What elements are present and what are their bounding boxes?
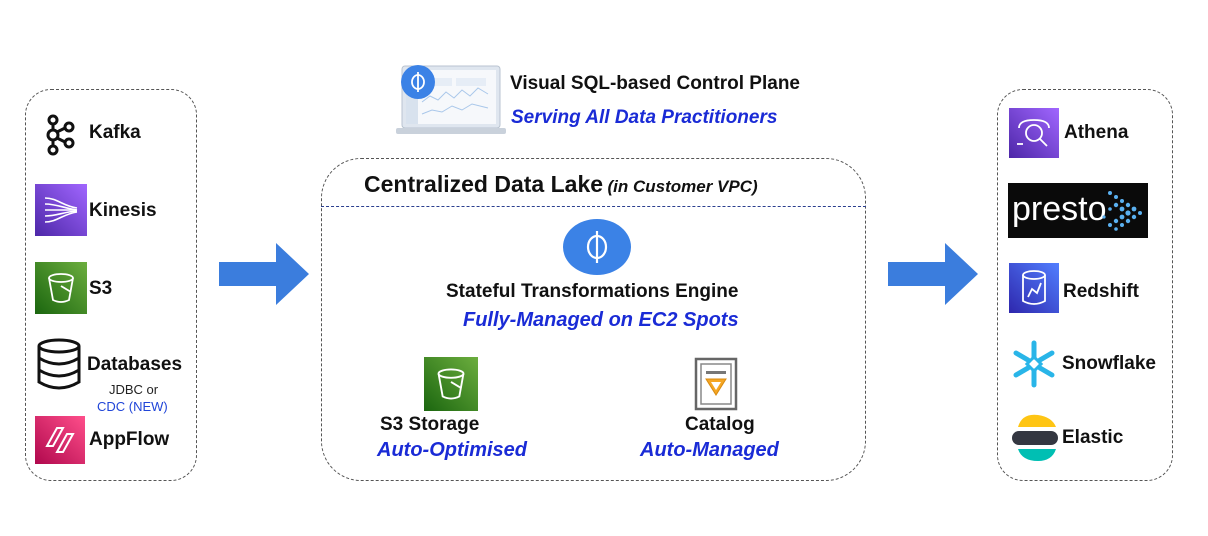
redshift-icon [1009, 263, 1059, 313]
snowflake-label: Snowflake [1062, 353, 1156, 374]
ingest-arrow [219, 243, 309, 305]
data-lake-divider [321, 206, 866, 207]
s3-icon [35, 262, 87, 314]
appflow-icon [35, 416, 85, 464]
athena-label: Athena [1064, 122, 1129, 143]
appflow-label: AppFlow [89, 429, 170, 450]
data-lake-panel [321, 158, 866, 481]
destinations-panel [997, 89, 1173, 481]
redshift-label: Redshift [1063, 281, 1139, 302]
elastic-icon [1012, 414, 1058, 461]
control-plane-subtitle: Serving All Data Practitioners [511, 107, 778, 128]
control-plane-title: Visual SQL-based Control Plane [510, 73, 800, 94]
kafka-icon [46, 114, 75, 156]
data-lake-title: Centralized Data Lake (in Customer VPC) [364, 171, 758, 198]
storage-title: S3 Storage [380, 414, 480, 435]
data-lake-title-note: (in Customer VPC) [607, 177, 758, 196]
engine-subtitle: Fully-Managed on EC2 Spots [463, 309, 739, 331]
database-icon [37, 338, 81, 390]
storage-subtitle: Auto-Optimised [377, 439, 527, 461]
data-lake-title-main: Centralized Data Lake [364, 171, 604, 197]
catalog-title: Catalog [685, 414, 755, 435]
output-arrow [888, 243, 978, 305]
catalog-icon [694, 357, 738, 411]
sources-panel [25, 89, 197, 481]
athena-icon [1009, 108, 1059, 158]
kinesis-label: Kinesis [89, 200, 157, 221]
kafka-label: Kafka [89, 122, 141, 143]
s3-storage-icon [424, 357, 478, 411]
presto-dots-icon [1102, 191, 1142, 231]
kinesis-icon [35, 184, 87, 236]
presto-logo: presto [1008, 183, 1148, 238]
s3-label: S3 [89, 278, 113, 299]
engine-title: Stateful Transformations Engine [446, 281, 739, 302]
snowflake-icon [1013, 340, 1055, 388]
jdbc-note: JDBC or [109, 382, 159, 397]
cdc-note: CDC (NEW) [97, 399, 168, 414]
control-plane-screenshot [396, 65, 506, 134]
databases-label: Databases [87, 354, 183, 375]
presto-wordmark: presto [1012, 190, 1107, 228]
elastic-label: Elastic [1062, 427, 1124, 448]
catalog-subtitle: Auto-Managed [640, 439, 779, 461]
upsolver-engine-icon [563, 219, 631, 275]
